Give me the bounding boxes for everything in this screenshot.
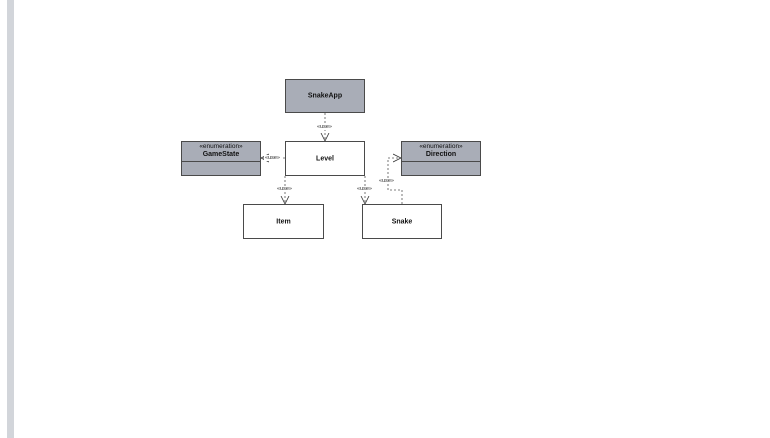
edge-label-level-item: «use» — [276, 186, 293, 192]
enum-direction[interactable]: «enumeration» Direction — [401, 141, 481, 176]
enum-gamestate[interactable]: «enumeration» GameState — [181, 141, 261, 176]
stereotype-label: «enumeration» — [419, 143, 463, 150]
class-name: Direction — [425, 151, 457, 158]
edge-label-level-snake: «use» — [356, 186, 373, 192]
edge-label-level-gamestate: «use» — [264, 155, 281, 161]
left-panel-edge — [7, 0, 14, 438]
edge-label-snakeapp-level: «use» — [316, 124, 333, 130]
enum-header: «enumeration» GameState — [182, 143, 260, 162]
stereotype-label: «enumeration» — [199, 143, 243, 150]
class-snakeapp[interactable]: SnakeApp — [285, 79, 365, 113]
class-name: Snake — [391, 218, 413, 225]
class-snake[interactable]: Snake — [362, 204, 442, 239]
class-name: Level — [316, 155, 334, 162]
class-name: SnakeApp — [307, 92, 343, 100]
class-name: GameState — [202, 151, 240, 158]
class-item[interactable]: Item — [243, 204, 324, 239]
edge-label-snake-direction: «use» — [378, 178, 395, 184]
enum-header: «enumeration» Direction — [402, 143, 480, 162]
class-name: Item — [276, 218, 291, 225]
class-level[interactable]: Level — [285, 141, 365, 176]
